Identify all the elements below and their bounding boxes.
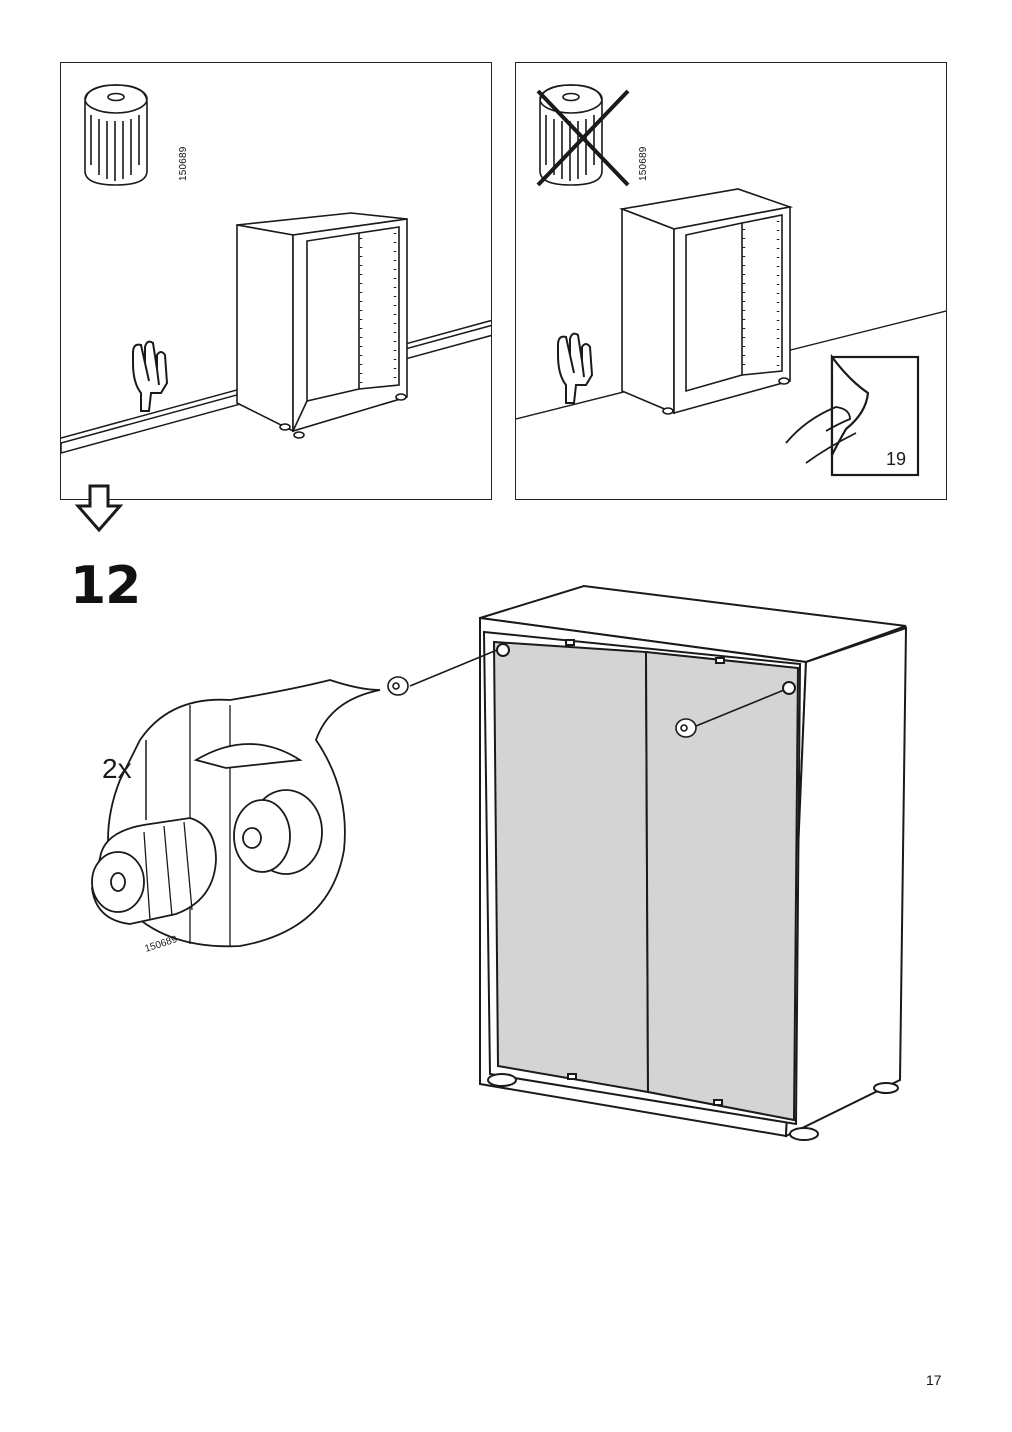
bumper-knob-icon	[84, 84, 148, 186]
cabinet-back-view	[479, 584, 908, 1141]
bumper-knob-crossed-icon	[536, 84, 630, 187]
page-reference-booklet-icon	[785, 353, 920, 477]
down-arrow-icon	[74, 484, 124, 533]
bumper-knob-left	[387, 649, 498, 696]
cabinet-frame	[236, 212, 408, 439]
panel-correct-with-skirting: 150689	[60, 62, 492, 500]
detail-part-code: 150689	[144, 934, 180, 955]
panel-right-illustration: 19	[516, 84, 946, 477]
hand-pointing-icon	[557, 332, 594, 404]
hand-pointing-icon	[132, 340, 169, 412]
panel-left-illustration	[61, 84, 491, 454]
quantity-label: 2x	[102, 753, 132, 784]
cabinet-frame	[619, 188, 794, 415]
page-number: 17	[926, 1372, 942, 1388]
bumper-knob-right	[675, 689, 785, 738]
panel-no-skirting: 19 150689	[515, 62, 947, 500]
detail-callout	[91, 679, 381, 948]
reference-page-number: 19	[886, 449, 906, 469]
step-number: 12	[70, 556, 141, 616]
